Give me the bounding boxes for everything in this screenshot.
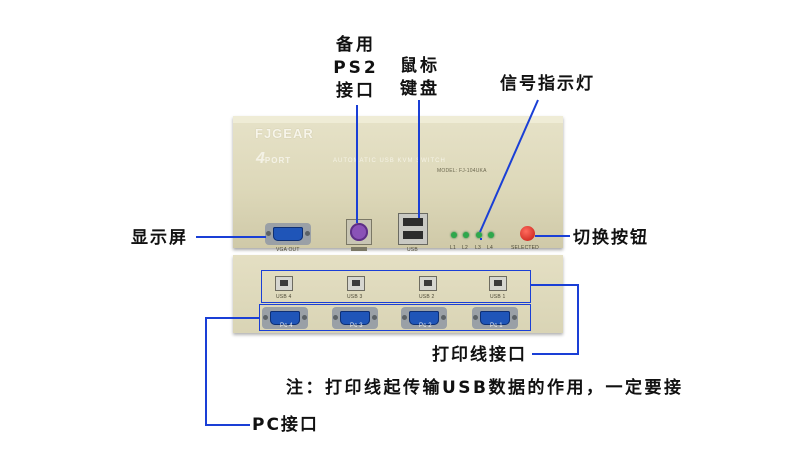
pc-callout-vert: [205, 317, 207, 426]
led-label-l1: L1: [450, 245, 456, 251]
mouse-callout-line: [418, 100, 420, 218]
print-callout-top: [531, 284, 578, 286]
usb-label: USB: [407, 247, 418, 253]
led-label-l3: L3: [475, 245, 481, 251]
signal-callout-line: [476, 96, 546, 236]
led-label-l2: L2: [462, 245, 468, 251]
led-l1: [451, 232, 457, 238]
note-text: 注：打印线起传输USB数据的作用，一定要接: [286, 377, 684, 399]
vga-out-port[interactable]: [265, 223, 311, 245]
ps2-port[interactable]: [346, 219, 372, 245]
ps2-callout: 备用 PS2 接口: [328, 34, 384, 103]
port-count: 4PORT: [256, 150, 291, 168]
pc-ports-highlight: [259, 304, 531, 331]
pc-callout-top: [205, 317, 260, 319]
usb-a-ports[interactable]: [398, 213, 428, 245]
ps2-label-mark: [351, 247, 367, 251]
display-callout-line: [196, 236, 266, 238]
usb-ports-highlight: [261, 270, 531, 303]
mouse-callout-line1: 鼠标: [392, 55, 448, 78]
print-port-callout: 打印线接口: [432, 344, 527, 366]
pc-callout-bottom: [205, 424, 250, 426]
ps2-callout-line3: 接口: [328, 80, 384, 103]
print-callout-vert: [577, 284, 579, 355]
button-callout-line: [535, 235, 570, 237]
pc-port-callout: PC接口: [252, 414, 319, 436]
product-name: AUTOMATIC USB KVM SWITCH: [333, 158, 446, 164]
signal-callout-dot: [480, 238, 482, 240]
mouse-callout: 鼠标 键盘: [392, 55, 448, 101]
signal-callout: 信号指示灯: [500, 73, 595, 95]
ps2-callout-line: [356, 105, 358, 223]
button-callout: 切换按钮: [573, 227, 649, 249]
display-callout: 显示屏: [131, 227, 188, 249]
vga-out-label: VGA OUT: [276, 247, 300, 253]
selected-label: SELECTED: [511, 245, 539, 251]
print-callout-bottom: [532, 353, 579, 355]
led-l2: [463, 232, 469, 238]
ps2-callout-line2: PS2: [328, 57, 384, 80]
ps2-callout-line1: 备用: [328, 34, 384, 57]
led-label-l4: L4: [487, 245, 493, 251]
mouse-callout-line2: 键盘: [392, 78, 448, 101]
brand-logo: FJGEAR: [255, 126, 314, 141]
